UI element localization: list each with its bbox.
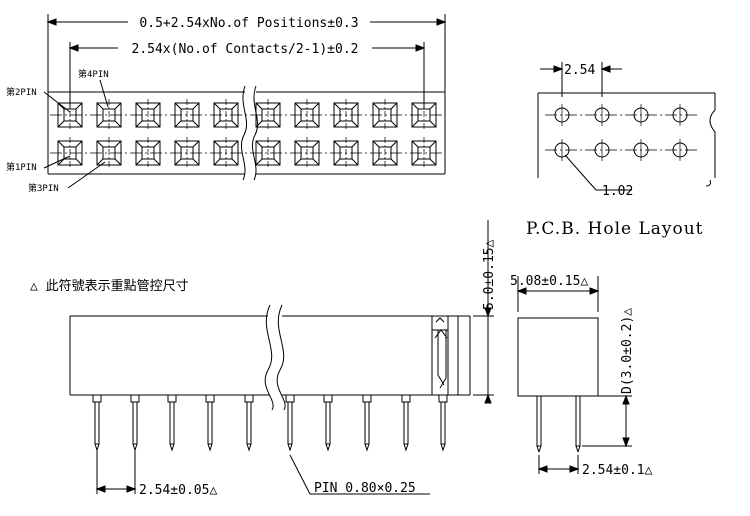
side-view — [69, 220, 494, 495]
pcb-hole-dim: 1.02 — [602, 184, 633, 199]
connector-pin — [205, 394, 215, 452]
key-dimension-note: △ 此符號表示重點管控尺寸 — [30, 278, 189, 294]
connector-pin — [130, 394, 140, 452]
contact-cell — [213, 137, 239, 169]
contact-cell — [213, 99, 239, 131]
pcb-hole — [594, 139, 610, 161]
pcb-hole — [554, 104, 570, 126]
pcb-hole — [672, 104, 688, 126]
contact-cell — [333, 137, 359, 169]
pcb-hole — [633, 104, 649, 126]
contact-cell — [135, 137, 161, 169]
connector-pin — [244, 394, 254, 452]
pcb-hole — [633, 139, 649, 161]
pin4-label: 第4PIN — [78, 68, 109, 80]
pcb-title: P.C.B. Hole Layout — [526, 219, 704, 239]
height-dim: 5.0±0.15△ — [482, 239, 497, 310]
connector-pin — [401, 394, 411, 452]
contact-cell — [411, 99, 437, 131]
connector-pin — [438, 394, 448, 452]
pin1-label: 第1PIN — [6, 161, 37, 173]
top-view — [43, 14, 447, 189]
connector-pin — [167, 394, 177, 452]
connector-pin — [323, 394, 333, 452]
pcb-hole — [672, 139, 688, 161]
contact-cell — [294, 137, 320, 169]
contact-cell — [96, 137, 122, 169]
connector-pin — [362, 394, 372, 452]
connector-pin — [285, 394, 295, 452]
contact-cell — [333, 99, 359, 131]
contact-cell — [411, 137, 437, 169]
contact-cell — [372, 99, 398, 131]
pcb-pitch-dim: 2.54 — [564, 63, 595, 78]
contact-section — [431, 315, 459, 395]
contact-cell — [174, 137, 200, 169]
contact-cell — [57, 137, 83, 169]
contact-cell — [57, 99, 83, 131]
contact-cell — [255, 137, 281, 169]
pcb-layout — [537, 62, 716, 191]
contact-span-dim: 2.54x(No.of Contacts/2-1)±0.2 — [132, 42, 359, 57]
side-view-pins — [92, 394, 448, 452]
pin-size-label: PIN 0.80×0.25 — [314, 481, 416, 496]
pcb-holes — [554, 104, 688, 161]
pcb-hole — [594, 104, 610, 126]
pin2-label: 第2PIN — [6, 86, 37, 98]
contact-cell — [174, 99, 200, 131]
end-view — [516, 276, 632, 474]
end-width-dim: 5.08±0.15△ — [510, 274, 588, 289]
contact-cell — [372, 137, 398, 169]
dimension-labels: 0.5+2.54xNo.of Positions±0.3 2.54x(No.of… — [6, 16, 704, 498]
pin3-label: 第3PIN — [28, 182, 59, 194]
contact-cell — [96, 99, 122, 131]
contact-cell — [255, 99, 281, 131]
row-pitch-dim: 2.54±0.1△ — [582, 463, 653, 478]
top-view-contacts — [57, 99, 437, 169]
overall-length-dim: 0.5+2.54xNo.of Positions±0.3 — [139, 16, 358, 31]
depth-dim: D(3.0±0.2)△ — [620, 308, 635, 394]
connector-pin — [92, 394, 102, 452]
pcb-hole — [554, 139, 570, 161]
contact-cell — [135, 99, 161, 131]
pin-pitch-dim: 2.54±0.05△ — [139, 483, 217, 498]
contact-cell — [294, 99, 320, 131]
